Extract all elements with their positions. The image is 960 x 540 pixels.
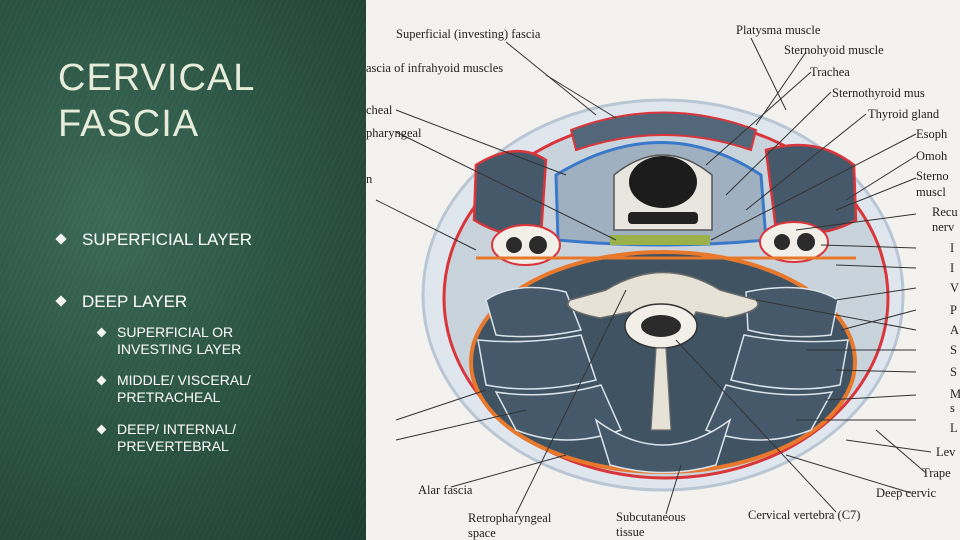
neck-cross-section-figure: Superficial (investing) fascia Platysma … (366, 0, 960, 540)
label-r-4: V (950, 281, 959, 295)
label-r-6: A (950, 323, 959, 337)
carotid-sheaths (491, 221, 829, 266)
label-r-11: L (950, 421, 958, 435)
anatomy-diagram: Superficial (investing) fascia Platysma … (366, 23, 960, 540)
trachea (613, 154, 713, 231)
label-space: space (468, 526, 496, 540)
sub-bullet-pretracheal: MIDDLE/ VISCERAL/ PRETRACHEAL (96, 372, 298, 406)
label-sternocleido: Sterno (916, 169, 949, 183)
leader-lines (375, 37, 932, 515)
sub-bullet-text: SUPERFICIAL OR INVESTING LAYER (117, 324, 242, 357)
diamond-bullet-icon (96, 327, 107, 338)
label-superficial-fascia: Superficial (investing) fascia (396, 27, 541, 41)
label-alar-fascia: Alar fascia (418, 483, 473, 497)
label-carotid-fragment: n (366, 172, 373, 186)
bullet-text: SUPERFICIAL LAYER (82, 230, 253, 249)
label-r-5: P (950, 303, 957, 317)
esophagus (610, 235, 710, 245)
diamond-bullet-icon (96, 424, 107, 435)
label-thyroid-gland: Thyroid gland (868, 107, 940, 121)
label-r-9: M (950, 387, 960, 401)
diamond-bullet-icon (55, 295, 67, 307)
label-muscle: muscl (916, 185, 946, 199)
label-tissue: tissue (616, 525, 645, 539)
cervical-vertebra (567, 271, 759, 431)
deep-muscles (477, 286, 849, 474)
label-trapezius: Trape (922, 466, 951, 480)
label-subcutaneous: Subcutaneous (616, 510, 686, 524)
diamond-bullet-icon (55, 233, 67, 245)
label-esophagus: Esoph (916, 127, 948, 141)
label-r-8: S (950, 365, 957, 379)
label-trachea: Trachea (810, 65, 850, 79)
sternocleidomastoid-left (472, 149, 548, 238)
label-pretracheal: cheal (366, 103, 393, 117)
sub-bullet-investing: SUPERFICIAL OR INVESTING LAYER (96, 324, 298, 358)
label-sternohyoid: Sternohyoid muscle (784, 43, 884, 57)
label-r-2: I (950, 241, 954, 255)
label-platysma: Platysma muscle (736, 23, 821, 37)
diamond-bullet-icon (96, 375, 107, 386)
bullet-text: DEEP LAYER (82, 292, 188, 311)
label-buccopharyngeal: pharyngeal (366, 126, 422, 140)
label-r-7: S (950, 343, 957, 357)
bullet-superficial-layer: SUPERFICIAL LAYER (55, 230, 253, 250)
slide-title: CERVICAL FASCIA (58, 57, 256, 145)
label-recurrent: Recu (932, 205, 958, 219)
label-infrahyoid-fascia: ascia of infrahyoid muscles (366, 61, 503, 75)
label-omohyoid: Omoh (916, 149, 948, 163)
label-deep-cervical: Deep cervic (876, 486, 936, 500)
label-cervical-vertebra: Cervical vertebra (C7) (748, 508, 860, 522)
slide-background (0, 0, 366, 540)
label-r-3: I (950, 261, 954, 275)
label-levator: Lev (936, 445, 956, 459)
bullet-deep-layer: DEEP LAYER (55, 292, 188, 312)
label-nerve: nerv (932, 220, 955, 234)
label-retropharyngeal: Retropharyngeal (468, 511, 552, 525)
sub-bullet-text: MIDDLE/ VISCERAL/ PRETRACHEAL (117, 372, 251, 405)
label-r-10: s (950, 401, 955, 415)
sub-bullet-text: DEEP/ INTERNAL/ PREVERTEBRAL (117, 421, 237, 454)
sub-bullet-prevertebral: DEEP/ INTERNAL/ PREVERTEBRAL (96, 421, 298, 455)
label-sternothyroid: Sternothyroid mus (832, 86, 925, 100)
infrahyoid-muscles (569, 111, 758, 152)
